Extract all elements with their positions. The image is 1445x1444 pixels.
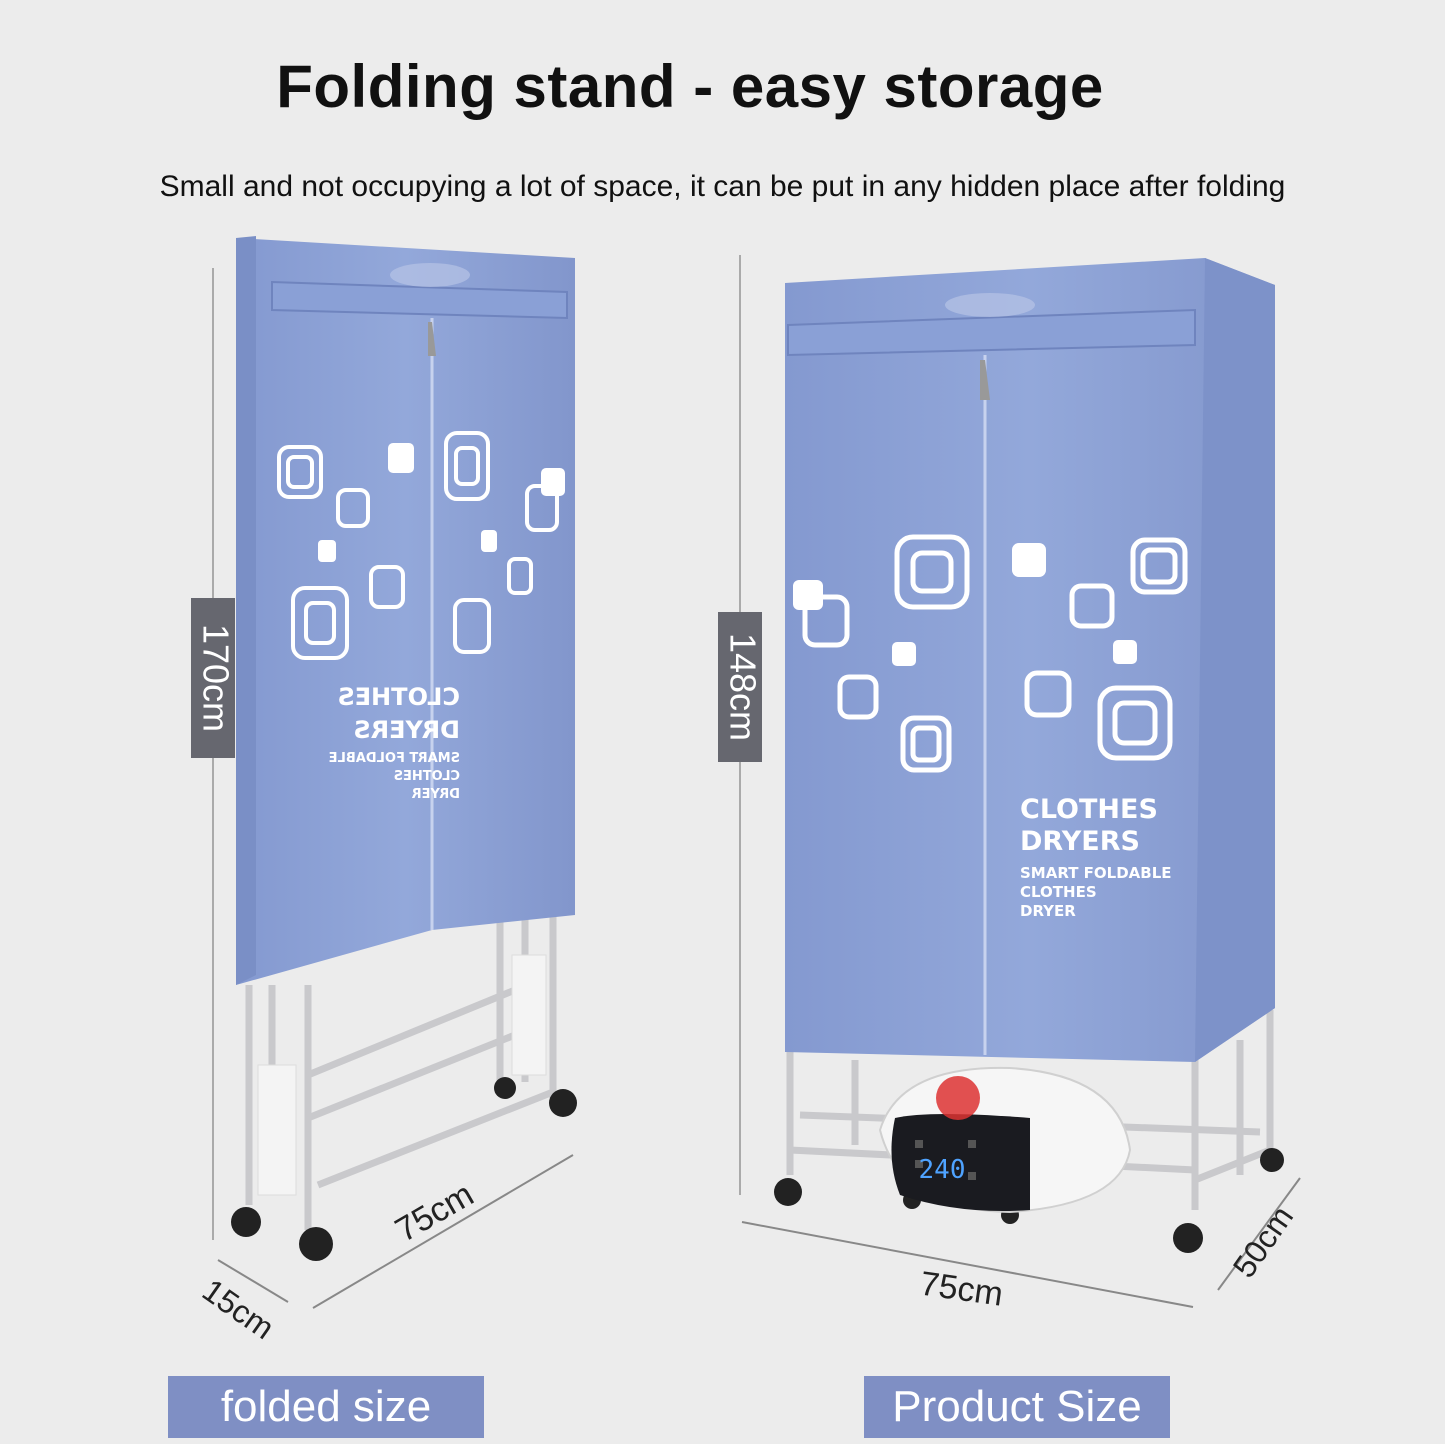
product-print-text: CLOTHES DRYERS SMART FOLDABLE CLOTHES DR… bbox=[1020, 794, 1172, 920]
product-height-label: 148cm bbox=[722, 633, 763, 741]
folded-wheels bbox=[231, 1077, 577, 1261]
folded-print-line3: SMART FOLDABLE bbox=[329, 751, 460, 766]
folded-print-line4: CLOTHES bbox=[394, 769, 460, 784]
folded-square-pattern bbox=[277, 431, 559, 660]
folded-depth-label: 15cm bbox=[196, 1272, 281, 1346]
page-subtitle: Small and not occupying a lot of space, … bbox=[159, 170, 1286, 203]
folded-width-label: 75cm bbox=[389, 1175, 480, 1249]
product-depth-label: 50cm bbox=[1226, 1199, 1300, 1284]
folded-height-label: 170cm bbox=[195, 624, 236, 732]
product-print-line1: CLOTHES bbox=[1020, 794, 1158, 825]
product-size-caption: Product Size bbox=[864, 1376, 1170, 1438]
product-print-line4: CLOTHES bbox=[1020, 883, 1097, 901]
heater-display-value: 240 bbox=[919, 1155, 966, 1185]
heater-unit: 240 bbox=[878, 1066, 1132, 1214]
product-width-label: 75cm bbox=[918, 1265, 1006, 1314]
folded-height-box bbox=[191, 598, 235, 758]
product-square-pattern bbox=[802, 534, 1188, 773]
product-height-box bbox=[718, 612, 762, 762]
product-print-line2: DRYERS bbox=[1020, 826, 1140, 857]
folded-frame bbox=[245, 895, 557, 1230]
folded-dryer: 170cm bbox=[191, 236, 577, 1346]
product-print-line5: DRYER bbox=[1020, 902, 1076, 920]
folded-print-line2: DRYERS bbox=[353, 716, 460, 744]
product-dryer: 148cm bbox=[718, 255, 1301, 1314]
folded-print-text: CLOTHES DRYERS SMART FOLDABLE CLOTHES DR… bbox=[329, 683, 460, 802]
product-print-line3: SMART FOLDABLE bbox=[1020, 864, 1172, 882]
folded-size-caption: folded size bbox=[168, 1376, 484, 1438]
page-title: Folding stand - easy storage bbox=[276, 53, 1104, 120]
product-cover bbox=[785, 258, 1275, 1062]
folded-print-line5: DRYER bbox=[412, 787, 460, 802]
folded-print-line1: CLOTHES bbox=[337, 683, 460, 711]
folded-cover bbox=[236, 238, 575, 985]
